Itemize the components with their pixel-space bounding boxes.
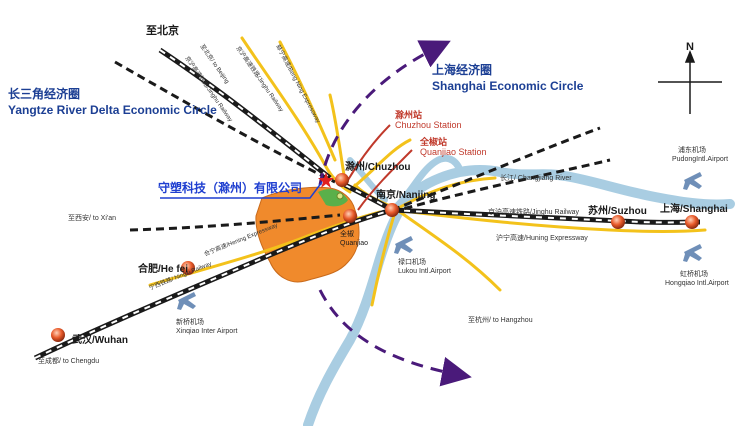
- region-title-shanghai-en: Shanghai Economic Circle: [432, 79, 584, 93]
- company-star-icon: [318, 172, 334, 188]
- route-label-to-chengdu: 至成都/ to Chengdu: [38, 356, 99, 365]
- city-label-hefei: 合肥/He fei: [137, 262, 188, 275]
- city-markers: [51, 173, 699, 342]
- city-marker-chuzhou-south: [336, 192, 344, 200]
- route-label-to-xian: 至西安/ to Xi'an: [68, 213, 116, 222]
- airport-label-xinqiao-cn: 新桥机场: [176, 317, 204, 326]
- city-label-quanjiao-en: Quanjiao: [340, 240, 368, 247]
- station-label-quanjiao-en: Quanjiao Station: [420, 147, 487, 157]
- city-label-suzhou: 苏州/Suzhou: [588, 204, 647, 217]
- airport-icons: [177, 172, 702, 310]
- city-label-shanghai: 上海/Shanghai: [660, 202, 728, 215]
- city-label-nanjing: 南京/Nanjing: [376, 188, 435, 201]
- city-marker-shanghai: [685, 215, 699, 229]
- airplane-icon-lukou: [394, 236, 413, 254]
- river-branch: [391, 154, 464, 212]
- airport-label-lukou-cn: 禄口机场: [398, 257, 426, 266]
- airplane-icon-pudong: [683, 172, 702, 190]
- city-marker-chuzhou: [335, 173, 349, 187]
- region-title-shanghai-cn: 上海经济圈: [432, 62, 492, 77]
- route-label-huning: 沪宁高速/Huning Expressway: [496, 233, 588, 242]
- city-marker-nanjing: [385, 203, 399, 217]
- airport-label-hongqiao-cn: 虹桥机场: [680, 269, 708, 278]
- airplane-icon-hongqiao: [683, 244, 702, 262]
- city-marker-suzhou: [611, 215, 625, 229]
- route-label-jingtai: 京沪高速铁路/Jinghu Railway: [234, 45, 285, 114]
- city-label-quanjiao-cn: 全椒: [340, 229, 354, 238]
- station-label-quanjiao-cn: 全椒站: [419, 136, 447, 147]
- city-label-chuzhou: 滁州/Chuzhou: [345, 160, 411, 173]
- city-marker-wuhan: [51, 328, 65, 342]
- company-label: 守塑科技（滁州）有限公司: [158, 180, 302, 195]
- airport-label-pudong-cn: 浦东机场: [678, 145, 706, 154]
- region-title-yangtze-cn: 长三角经济圈: [8, 86, 80, 101]
- route-label-to-hangzhou: 至杭州/ to Hangzhou: [468, 315, 533, 324]
- route-label-changjiang: 长江/ Changjiang River: [500, 173, 572, 182]
- city-label-beijing: 至北京: [146, 23, 179, 37]
- route-label-jinghu-e: 京沪高速铁路/Jinghu Railway: [488, 207, 580, 216]
- company-pointer: [160, 181, 323, 199]
- station-label-chuzhou-cn: 滁州站: [395, 109, 422, 120]
- station-arrows: [347, 124, 413, 211]
- airport-label-xinqiao-en: Xinqiao Inter Airport: [176, 328, 238, 335]
- compass: [658, 49, 722, 114]
- city-label-wuhan: 武汉/Wuhan: [72, 333, 128, 346]
- airplane-icon-xinqiao: [177, 292, 196, 310]
- region-title-yangtze-en: Yangtze River Delta Economic Circle: [8, 103, 217, 117]
- station-label-chuzhou-en: Chuzhou Station: [395, 120, 462, 130]
- airport-label-hongqiao-en: Hongqiao Intl.Airport: [665, 280, 729, 287]
- economic-arrows: [318, 40, 472, 387]
- yangtze-river: [303, 165, 735, 426]
- railways: [33, 47, 701, 361]
- city-marker-hefei: [181, 261, 195, 275]
- airport-label-pudong-en: PudongIntl.Airport: [672, 156, 728, 163]
- airport-label-lukou-en: Lukou Intl.Airport: [398, 268, 451, 275]
- compass-north: N: [686, 41, 694, 53]
- route-label-bengbu: 蚌宁高速/Beng Ning Expressway: [274, 43, 322, 124]
- city-marker-quanjiao: [343, 209, 357, 223]
